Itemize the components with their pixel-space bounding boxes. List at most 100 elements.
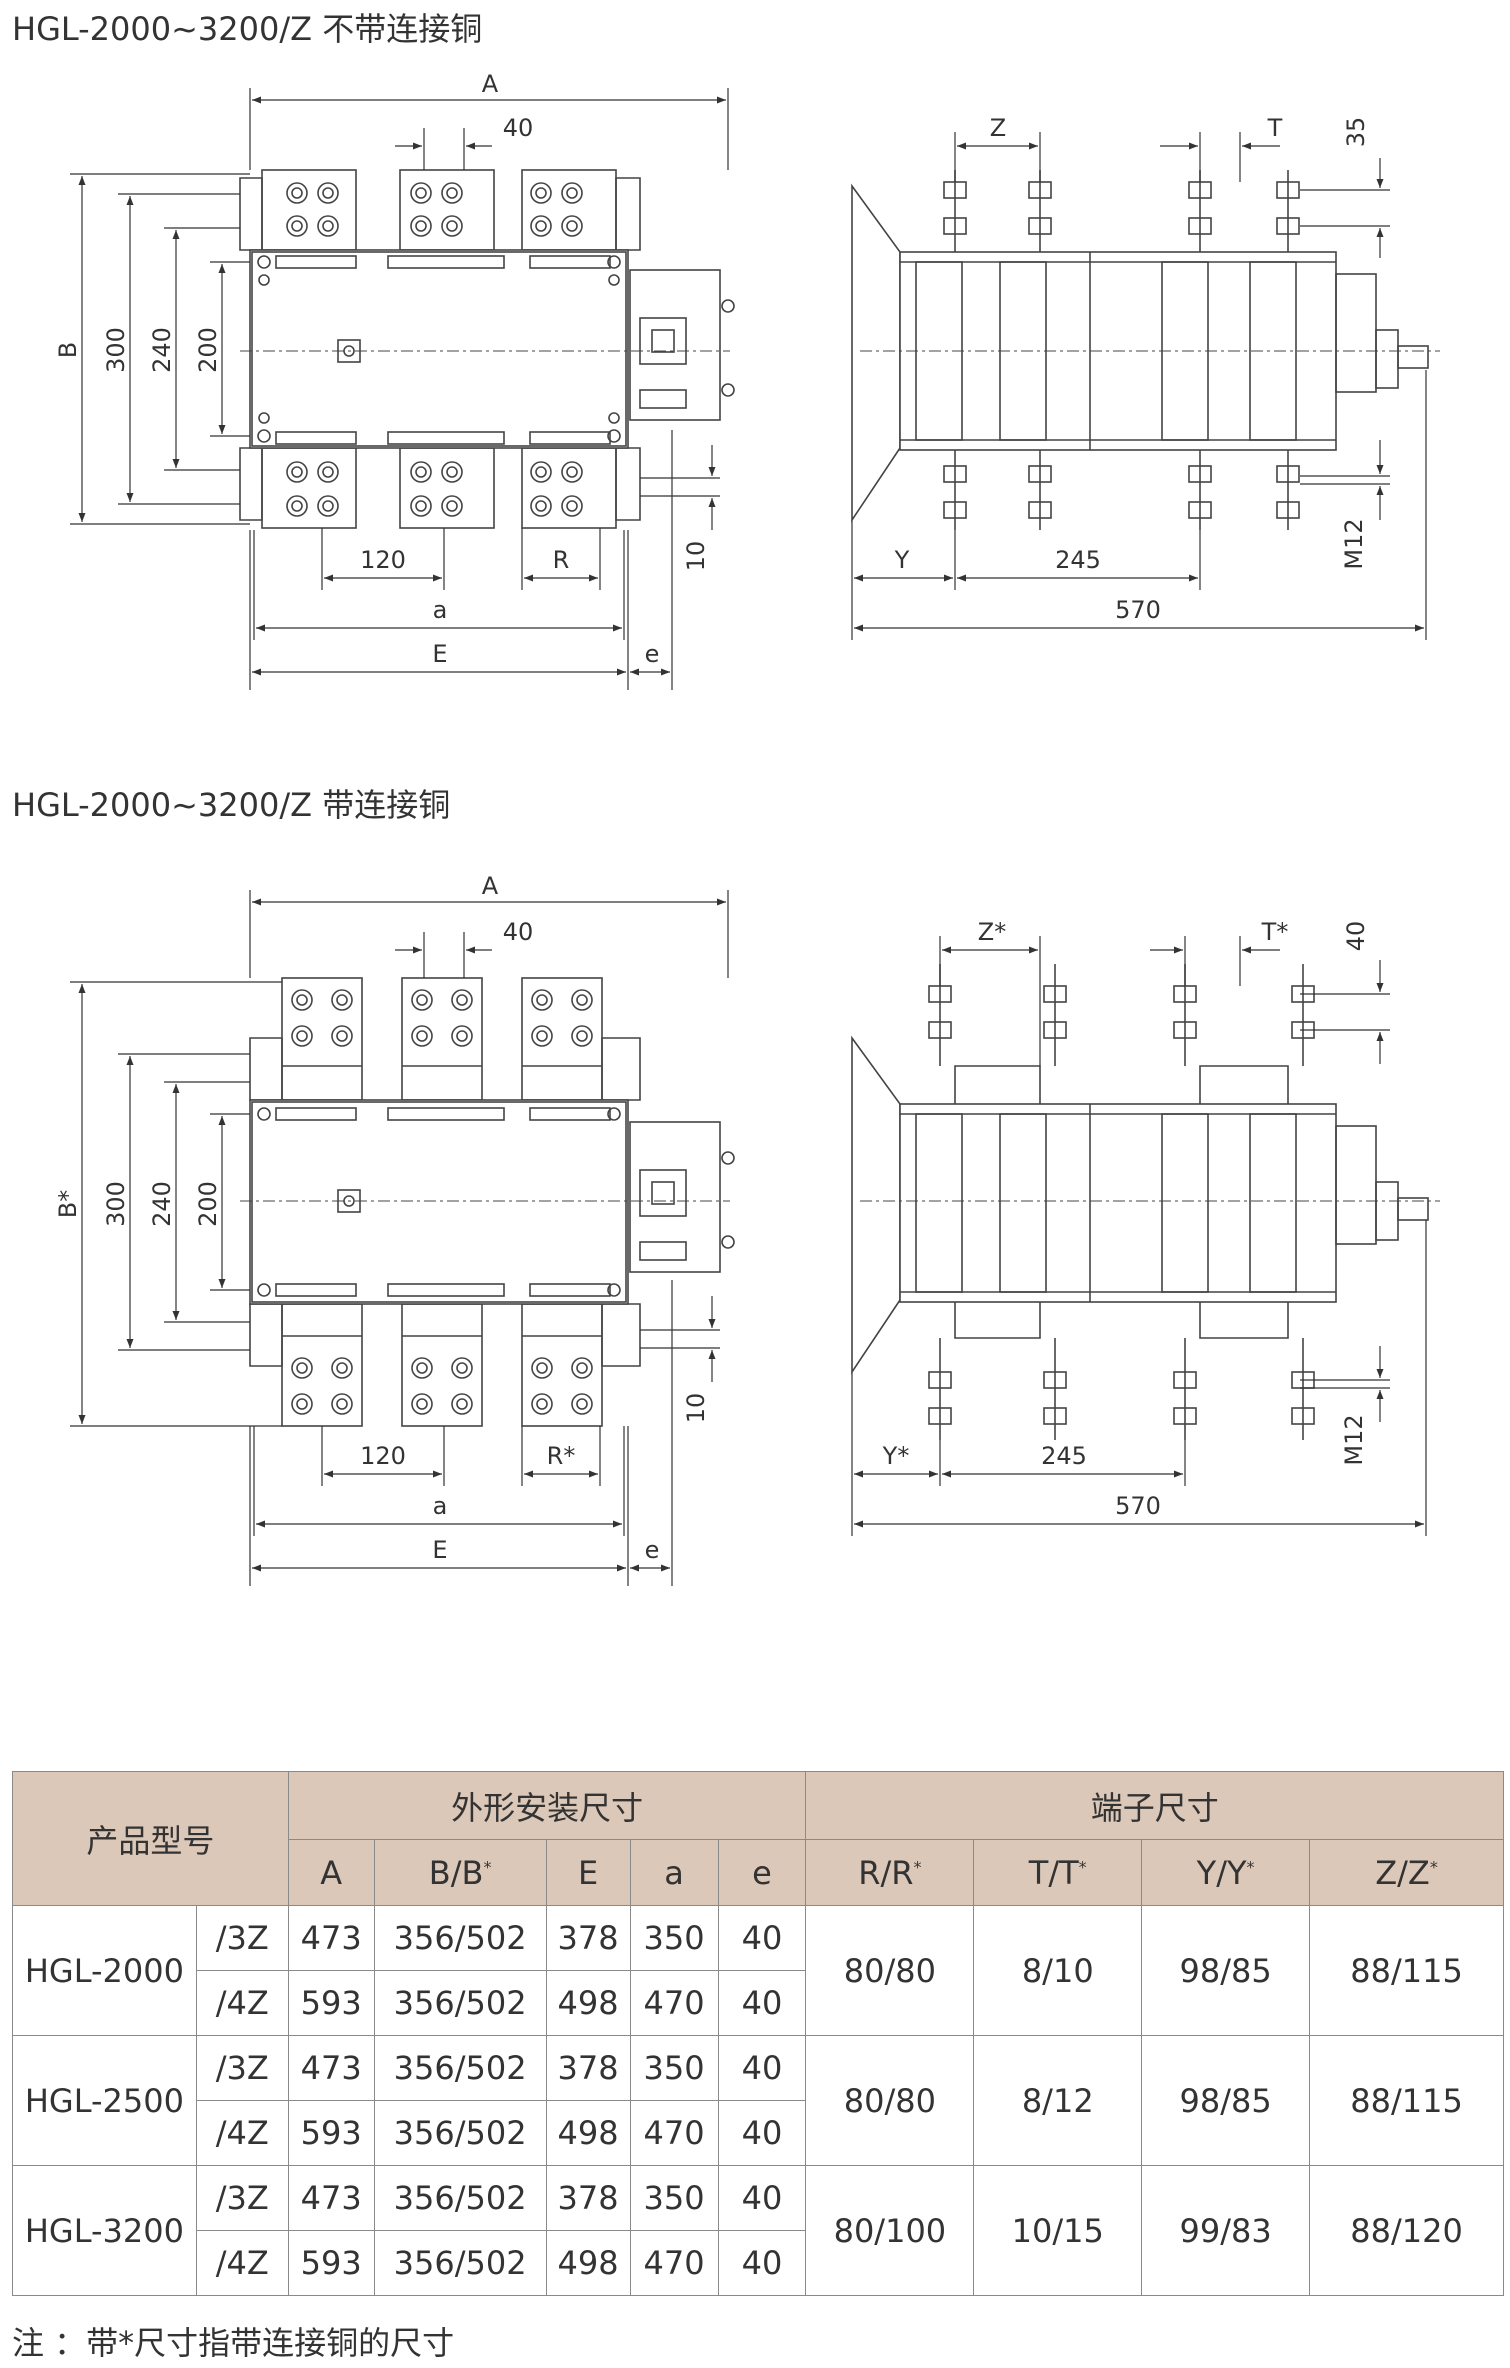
- dim2-M12: M12: [1340, 1414, 1368, 1465]
- cell-Y: 98/85: [1141, 1905, 1311, 2036]
- dim-120: 120: [360, 546, 406, 574]
- dim2-R: R*: [547, 1442, 576, 1470]
- col-B: B/B*: [373, 1839, 547, 1906]
- dim-35: 35: [1342, 117, 1370, 148]
- cell-a: 470: [629, 2230, 719, 2296]
- dim-R: R: [553, 546, 570, 574]
- dim2-E: E: [432, 1536, 447, 1564]
- cell-Z: 88/115: [1309, 1905, 1504, 2036]
- cell-Y: 98/85: [1141, 2035, 1311, 2166]
- header-outline: 外形安装尺寸: [287, 1771, 807, 1840]
- dim-A: A: [482, 70, 499, 98]
- cell-e: 40: [717, 2230, 807, 2296]
- section1-drawing: A 40 B 300 240 200 120 R 10 a E e Z T 35…: [54, 70, 1440, 690]
- table-row: HGL-2500 /3Z 473 356/502 378 350 40 80/8…: [12, 2035, 1504, 2166]
- table-header-row-1: 产品型号 外形安装尺寸 端子尺寸: [12, 1771, 1504, 1906]
- cell-A: 473: [287, 1905, 375, 1971]
- cell-e: 40: [717, 2100, 807, 2166]
- section2-drawing: A 40 B* 300 240 200 120 R* 10 a E e Z* T…: [54, 872, 1440, 1586]
- footnote: 注 ：带*尺寸指带连接铜的尺寸: [12, 2324, 455, 2362]
- cell-B: 356/502: [373, 2230, 547, 2296]
- front-bolts: [286, 182, 583, 517]
- dim2-240: 240: [148, 1181, 176, 1227]
- pole-cell: /4Z: [195, 2100, 289, 2166]
- dim2-245: 245: [1041, 1442, 1087, 1470]
- cell-E: 378: [545, 2165, 631, 2231]
- cell-R: 80/100: [805, 2165, 975, 2296]
- dim-T: T: [1267, 114, 1283, 142]
- pole-cell: /3Z: [195, 1905, 289, 1971]
- dim2-Y: Y*: [882, 1442, 910, 1470]
- cell-B: 356/502: [373, 2165, 547, 2231]
- dim2-a: a: [433, 1492, 448, 1520]
- cell-A: 473: [287, 2035, 375, 2101]
- cell-T: 10/15: [973, 2165, 1143, 2296]
- cell-e: 40: [717, 2035, 807, 2101]
- side-view: [851, 170, 1440, 530]
- pole-cell: /3Z: [195, 2165, 289, 2231]
- dim-300: 300: [102, 327, 130, 373]
- pole-cell: /3Z: [195, 2035, 289, 2101]
- dim-40: 40: [503, 114, 534, 142]
- pole-cell: /4Z: [195, 1970, 289, 2036]
- cell-B: 356/502: [373, 1905, 547, 1971]
- col-Z: Z/Z*: [1309, 1839, 1504, 1906]
- section1-title: HGL-2000~3200/Z 不带连接铜: [12, 10, 483, 48]
- dim2-570: 570: [1115, 1492, 1161, 1520]
- header-model: 产品型号: [12, 1771, 289, 1906]
- table-row: /4Z 593 356/502 498 470 40: [13, 2230, 1504, 2296]
- cell-Y: 99/83: [1141, 2165, 1311, 2296]
- dim2-B: B*: [54, 1190, 82, 1218]
- model-cell: HGL-2000: [12, 1905, 197, 2036]
- cell-T: 8/10: [973, 1905, 1143, 2036]
- col-a: a: [629, 1839, 719, 1906]
- cell-R: 80/80: [805, 1905, 975, 2036]
- col-Y: Y/Y*: [1141, 1839, 1311, 1906]
- table-row: /4Z 593 356/502 498 470 40: [13, 1970, 1504, 2036]
- col-A: A: [287, 1839, 375, 1906]
- col-E: E: [545, 1839, 631, 1906]
- cell-A: 593: [287, 2230, 375, 2296]
- header-terminal: 端子尺寸: [805, 1771, 1504, 1840]
- dim-570: 570: [1115, 596, 1161, 624]
- dim2-A: A: [482, 872, 499, 900]
- dim-10: 10: [682, 541, 710, 572]
- dim2-T: T*: [1261, 918, 1289, 946]
- dim-M12: M12: [1340, 518, 1368, 569]
- dim2-e: e: [645, 1536, 660, 1564]
- table-header-row-2: A B/B* E a e R/R* T/T* Y/Y* Z/Z*: [12, 1839, 1504, 1906]
- dim2-40v: 40: [1342, 921, 1370, 952]
- cell-B: 356/502: [373, 2035, 547, 2101]
- col-R: R/R*: [805, 1839, 975, 1906]
- col-e: e: [717, 1839, 807, 1906]
- dim-B: B: [54, 342, 82, 358]
- dim-200: 200: [194, 327, 222, 373]
- dim2-120: 120: [360, 1442, 406, 1470]
- front-view: [239, 169, 735, 529]
- cell-a: 350: [629, 1905, 719, 1971]
- col-T: T/T*: [973, 1839, 1143, 1906]
- side-view-2: [851, 964, 1440, 1440]
- cell-A: 593: [287, 2100, 375, 2166]
- dim-Y: Y: [894, 546, 910, 574]
- cell-A: 593: [287, 1970, 375, 2036]
- dim-Z: Z: [990, 114, 1006, 142]
- dim2-40: 40: [503, 918, 534, 946]
- cell-A: 473: [287, 2165, 375, 2231]
- cell-a: 470: [629, 1970, 719, 2036]
- dim2-10: 10: [682, 1393, 710, 1424]
- cell-E: 498: [545, 2230, 631, 2296]
- dim-245: 245: [1055, 546, 1101, 574]
- cell-Z: 88/120: [1309, 2165, 1504, 2296]
- cell-e: 40: [717, 1970, 807, 2036]
- cell-a: 350: [629, 2035, 719, 2101]
- front-view-2: [240, 977, 735, 1427]
- dim-e: e: [645, 640, 660, 668]
- cell-a: 470: [629, 2100, 719, 2166]
- table-row: HGL-3200 /3Z 473 356/502 378 350 40 80/1…: [12, 2165, 1504, 2296]
- cell-R: 80/80: [805, 2035, 975, 2166]
- section2-title: HGL-2000~3200/Z 带连接铜: [12, 786, 451, 824]
- cell-E: 498: [545, 2100, 631, 2166]
- spec-table: 产品型号 外形安装尺寸 端子尺寸 A B/B* E a e R/R* T/T* …: [12, 1771, 1504, 2296]
- pole-cell: /4Z: [195, 2230, 289, 2296]
